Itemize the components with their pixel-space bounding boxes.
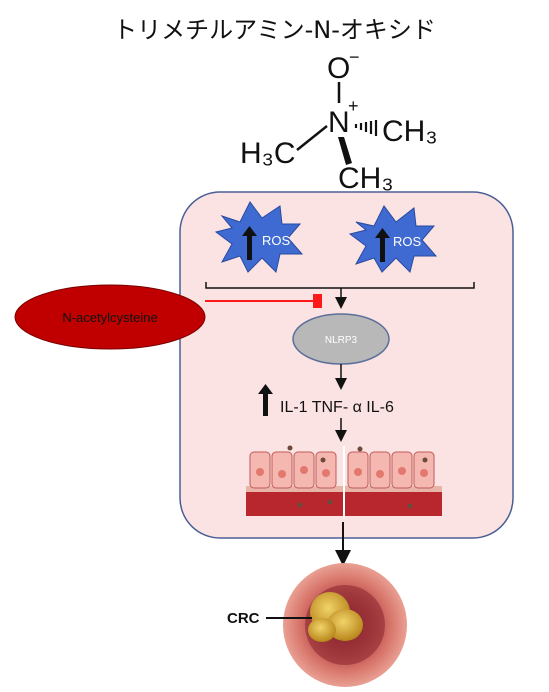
left-bond bbox=[296, 125, 328, 151]
ros-up-arrow-icon bbox=[247, 234, 252, 260]
cytokines-label: IL-1 TNF- α IL-6 bbox=[280, 399, 394, 416]
right-methyl-label: CH₃ bbox=[382, 115, 438, 148]
tmao-molecule: O − N + H₃C CH₃ CH₃ bbox=[240, 47, 438, 195]
oxygen-label: O bbox=[327, 52, 350, 85]
crc-label: CRC bbox=[227, 610, 260, 627]
nitrogen-label: N bbox=[328, 106, 350, 139]
ros-up-arrow-icon bbox=[380, 236, 385, 262]
left-methyl-label: H₃C bbox=[240, 137, 296, 170]
colon-cross-section-illustration bbox=[283, 563, 407, 687]
nlrp3-label: NLRP3 bbox=[325, 335, 358, 346]
n-acetylcysteine-ellipse bbox=[14, 284, 206, 350]
cytokine-up-arrow-icon bbox=[263, 392, 268, 416]
ros-label-left: ROS bbox=[262, 233, 291, 248]
hashed-bond bbox=[354, 120, 378, 136]
ros-bracket bbox=[205, 282, 475, 289]
title: トリメチルアミン-N-オキシド bbox=[113, 16, 436, 44]
oxygen-charge: − bbox=[349, 47, 360, 67]
inhibition-bar bbox=[313, 294, 322, 308]
intestinal-epithelium-illustration bbox=[246, 445, 442, 518]
ros-label-right: ROS bbox=[393, 234, 422, 249]
n-acetylcysteine-label: N-acetylcysteine bbox=[62, 310, 157, 325]
wedge-bond bbox=[338, 137, 352, 165]
nitrogen-charge: + bbox=[348, 96, 359, 116]
ros-burst-left: ROS bbox=[214, 201, 304, 273]
ros-burst-right: ROS bbox=[348, 205, 438, 273]
bottom-methyl-label: CH₃ bbox=[338, 162, 394, 195]
